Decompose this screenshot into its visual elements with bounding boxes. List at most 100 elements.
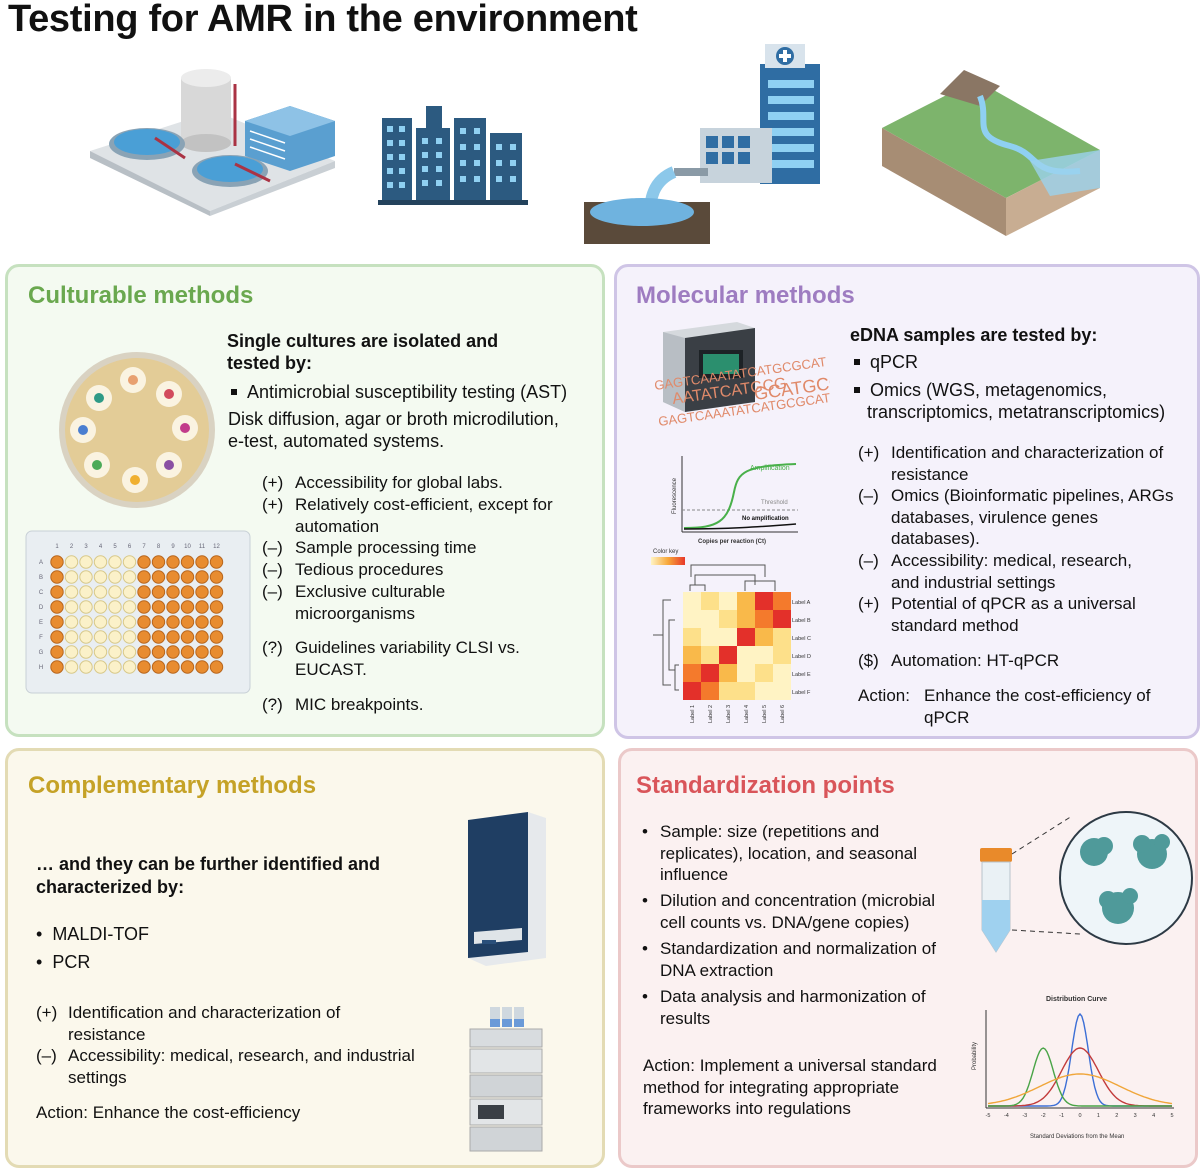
plate-row-label: G: [39, 650, 44, 656]
plate-well: [122, 615, 137, 629]
x-tick-label: 2: [1115, 1113, 1118, 1119]
list-item: (–)Omics (Bioinformatic pipelines, ARGs …: [858, 486, 1174, 548]
plate-well: [50, 555, 64, 569]
plate-well: [195, 600, 209, 614]
plate-well: [209, 570, 224, 584]
plate-row-label: H: [39, 665, 43, 671]
standardization-action: Action: Implement a universal standard m…: [643, 1056, 937, 1118]
plate-well: [166, 645, 180, 659]
plate-well: [195, 570, 209, 584]
heatmap-cell: [701, 628, 719, 646]
heatmap-cell: [701, 610, 719, 628]
plate-well: [209, 660, 224, 674]
hospital-effluent-icon: [584, 44, 820, 244]
list-item: (–)Exclusive culturable microorganisms: [262, 582, 446, 623]
plate-row-label: B: [39, 575, 43, 581]
x-tick-label: -3: [1022, 1113, 1027, 1119]
plate-well: [209, 600, 224, 614]
plate-col-label: 9: [171, 544, 175, 550]
list-item: •Data analysis and harmonization of resu…: [642, 987, 926, 1028]
y-axis-label: Fluorescence: [672, 477, 678, 514]
plate-well: [64, 570, 79, 584]
heatmap-cell: [683, 610, 701, 628]
plate-well: [209, 630, 224, 644]
plate-well: [108, 600, 122, 614]
plate-well: [209, 555, 224, 569]
heatmap-cell: [737, 664, 755, 682]
plate-well: [93, 570, 108, 584]
plate-well: [151, 555, 166, 569]
x-tick-label: 5: [1170, 1113, 1173, 1119]
color-key-label: Color key: [653, 549, 678, 555]
plate-well: [180, 660, 195, 674]
plate-well: [122, 645, 137, 659]
heatmap-row-label: Label B: [792, 618, 811, 624]
plate-well: [209, 585, 224, 599]
city-buildings-icon: [378, 106, 528, 205]
heatmap-cell: [719, 592, 737, 610]
plate-well: [195, 645, 209, 659]
heatmap-cell: [755, 610, 773, 628]
heatmap-cell: [719, 682, 737, 700]
plate-well: [137, 600, 151, 614]
plate-well: [79, 600, 93, 614]
plate-well: [137, 645, 151, 659]
plate-row-label: F: [39, 635, 43, 641]
plate-well: [122, 570, 137, 584]
plate-well: [64, 600, 79, 614]
wastewater-plant-icon: [90, 69, 335, 216]
heatmap-row-label: Label D: [792, 654, 811, 660]
plate-well: [137, 570, 151, 584]
threshold-label: Threshold: [761, 500, 788, 506]
plate-col-label: 8: [157, 544, 161, 550]
plate-well: [137, 555, 151, 569]
chart-title: Distribution Curve: [1046, 996, 1107, 1003]
plate-well: [93, 615, 108, 629]
x-tick-label: 4: [1152, 1113, 1155, 1119]
list-item: (+)Identification and characterization o…: [36, 1003, 341, 1044]
heatmap-cell: [701, 682, 719, 700]
complementary-bullets: • MALDI-TOF • PCR: [36, 923, 149, 973]
plate-well: [64, 630, 79, 644]
plate-well: [93, 555, 108, 569]
plate-well: [93, 630, 108, 644]
plate-well: [79, 585, 93, 599]
plate-well: [93, 585, 108, 599]
plate-well: [79, 630, 93, 644]
heatmap-cell: [773, 610, 791, 628]
ast-description: Disk diffusion, agar or broth microdilut…: [228, 409, 559, 451]
heatmap-cell: [773, 682, 791, 700]
plate-well: [93, 660, 108, 674]
plate-well: [50, 615, 64, 629]
heatmap-cell: [719, 646, 737, 664]
plate-well: [122, 555, 137, 569]
plate-well: [180, 645, 195, 659]
heatmap-cell: [719, 628, 737, 646]
plate-row-label: A: [39, 560, 43, 566]
heatmap-cell: [737, 646, 755, 664]
plate-well: [195, 585, 209, 599]
plate-well: [108, 585, 122, 599]
heatmap-col-label: Label 6: [780, 705, 786, 723]
x-axis-label: Standard Deviations from the Mean: [1030, 1134, 1124, 1140]
complementary-title: Complementary methods: [28, 772, 317, 799]
plate-well: [50, 585, 64, 599]
plate-well: [180, 570, 195, 584]
heatmap-row-label: Label F: [792, 690, 811, 696]
x-tick-label: -4: [1004, 1113, 1009, 1119]
plate-well: [79, 645, 93, 659]
plate-well: [64, 585, 79, 599]
list-item: qPCR: [850, 351, 1165, 373]
plate-well: [137, 660, 151, 674]
complementary-action: Action: Enhance the cost-efficiency: [36, 1103, 301, 1122]
plate-col-label: 3: [84, 544, 88, 550]
molecular-bullets: qPCR Omics (WGS, metagenomics, transcrip…: [850, 351, 1165, 423]
heatmap-col-label: Label 2: [708, 705, 714, 723]
plate-well: [166, 585, 180, 599]
plate-well: [50, 600, 64, 614]
heatmap-cell: [737, 628, 755, 646]
heatmap-cell: [755, 682, 773, 700]
molecular-action: Action:Enhance the cost-efficiency of qP…: [858, 686, 1151, 727]
list-item: (+)Potential of qPCR as a universal stan…: [858, 594, 1136, 635]
